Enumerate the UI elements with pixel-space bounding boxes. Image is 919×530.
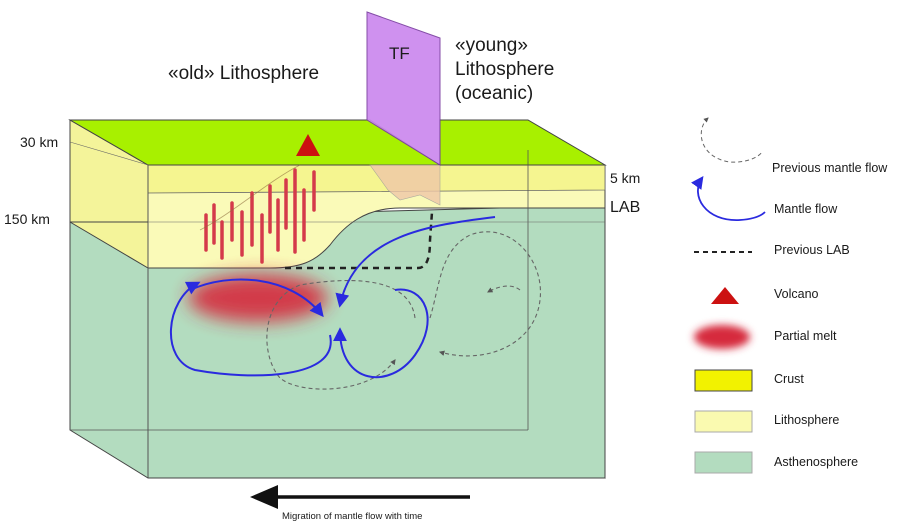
legend-symbol-previous-mantle-flow <box>700 117 763 163</box>
previous-mantle-flow-paths <box>266 231 541 390</box>
depth-30-line <box>69 141 149 166</box>
young-lithosphere-label-line2: Lithosphere <box>455 59 555 80</box>
migration-caption: Migration of mantle flow with time <box>282 511 423 522</box>
migration-arrow-head <box>250 485 278 509</box>
legend-label-previous-mantle-flow: Previous mantle flow <box>772 161 888 175</box>
legend-symbol-mantle-flow <box>691 175 766 221</box>
legend-label-crust: Crust <box>774 372 804 386</box>
legend-symbol-volcano <box>711 287 739 304</box>
legend-label-mantle-flow: Mantle flow <box>774 202 838 216</box>
transform-fault-label: TF <box>389 44 410 63</box>
depth-5-label: 5 km <box>610 170 641 186</box>
mantle-flow-paths <box>170 216 496 379</box>
legend-label-previous-lab: Previous LAB <box>774 243 850 257</box>
legend-label-partial-melt: Partial melt <box>774 329 837 343</box>
dike-swarm <box>204 168 316 264</box>
depth-30-label: 30 km <box>20 134 59 150</box>
crust-top-young <box>439 119 607 166</box>
partial-melt-blob <box>188 274 328 322</box>
dike-envelope <box>199 164 301 231</box>
legend-label-volcano: Volcano <box>774 287 819 301</box>
previous-lab-line <box>285 211 434 270</box>
legend-symbol-partial-melt <box>694 325 750 349</box>
lab-label: LAB <box>610 199 641 216</box>
young-lithosphere-label-line1: «young» <box>455 35 528 56</box>
young-lithosphere-label-line3: (oceanic) <box>455 83 534 104</box>
legend-swatch-crust <box>694 369 753 392</box>
transform-fault-plane <box>366 11 441 166</box>
legend-label-asthenosphere: Asthenosphere <box>774 455 859 469</box>
legend-swatch-asthenosphere <box>694 451 753 474</box>
legend-swatch-lithosphere <box>694 410 753 433</box>
legend-label-lithosphere: Lithosphere <box>774 413 840 427</box>
depth-150-label: 150 km <box>4 211 50 227</box>
volcano-icon <box>296 134 320 156</box>
old-lithosphere-label: «old» Lithosphere <box>168 63 320 84</box>
